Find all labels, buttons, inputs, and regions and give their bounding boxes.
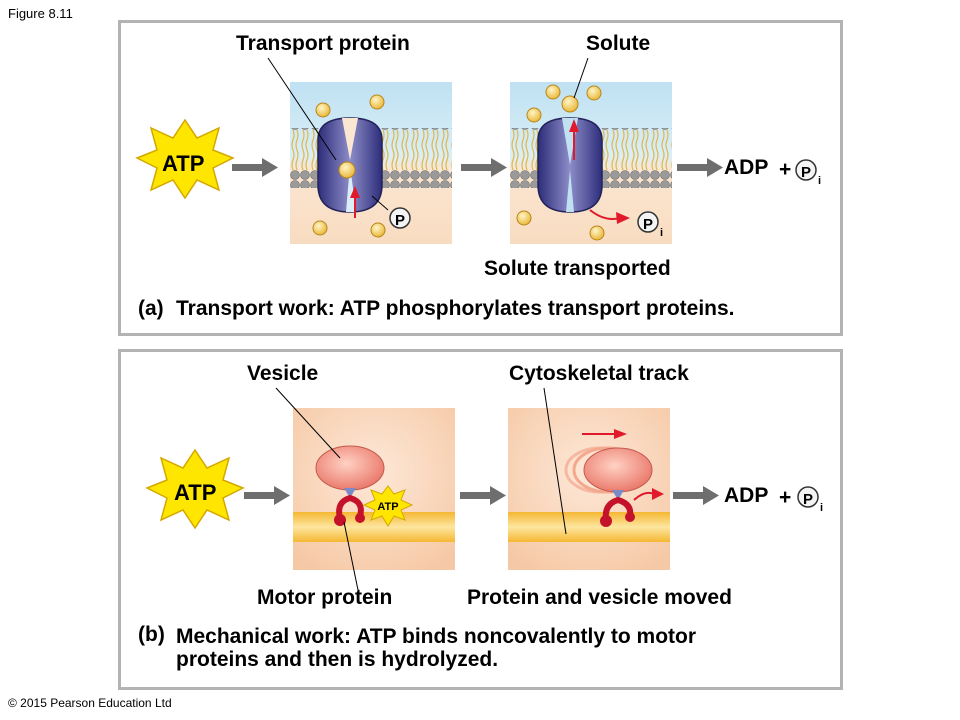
copyright: © 2015 Pearson Education Ltd [8, 696, 172, 710]
caption-b-line1: Mechanical work: ATP binds noncovalently… [176, 625, 697, 648]
arrow-b3 [673, 486, 719, 505]
arrow-a2 [461, 158, 507, 177]
label-atp-b: ATP [174, 480, 217, 505]
atp-star-b [145, 448, 245, 530]
motor-image-2 [508, 387, 670, 570]
label-adp-a: ADP [724, 156, 769, 179]
pi-bead-b-product: P i [797, 486, 823, 514]
caption-a: Transport work: ATP phosphorylates trans… [176, 297, 735, 320]
label-adp-b: ADP [724, 484, 769, 507]
label-solute: Solute [586, 32, 651, 55]
arrow-a1 [232, 158, 278, 177]
label-plus-b: + [779, 486, 792, 509]
svg-text:P: P [803, 491, 813, 508]
caption-tag-b: (b) [138, 623, 165, 646]
svg-text:P: P [801, 164, 811, 181]
label-cytoskeletal-track: Cytoskeletal track [509, 362, 689, 385]
svg-text:i: i [660, 227, 663, 239]
arrow-a3 [677, 158, 723, 177]
label-plus-a: + [779, 158, 792, 181]
svg-text:i: i [820, 502, 823, 514]
motor-image-1 [275, 387, 455, 591]
label-protein-vesicle-moved: Protein and vesicle moved [467, 586, 732, 609]
svg-text:i: i [818, 175, 821, 187]
svg-text:P: P [395, 212, 405, 229]
svg-text:ATP: ATP [377, 501, 398, 513]
membrane-image-1 [290, 82, 452, 244]
leader-solute [573, 57, 589, 99]
figure-label: Figure 8.11 [8, 6, 73, 21]
label-transport-protein: Transport protein [236, 32, 410, 55]
leader-transport-protein [267, 57, 337, 161]
label-vesicle: Vesicle [247, 362, 319, 385]
label-solute-transported: Solute transported [484, 257, 671, 280]
pi-bead-a-image: P i [637, 211, 663, 239]
label-atp-a: ATP [162, 151, 205, 176]
caption-tag-a: (a) [138, 297, 164, 320]
svg-text:P: P [643, 216, 653, 233]
caption-b-line2: proteins and then is hydrolyzed. [176, 648, 499, 671]
arrow-b2 [460, 486, 506, 505]
label-motor-protein: Motor protein [257, 586, 393, 609]
arrow-b1 [244, 486, 290, 505]
atp-star-a [135, 118, 235, 200]
phosphate-bead-a: P [389, 207, 411, 229]
atp-small-star: ATP [362, 485, 414, 527]
pi-bead-a-product: P i [795, 159, 821, 187]
